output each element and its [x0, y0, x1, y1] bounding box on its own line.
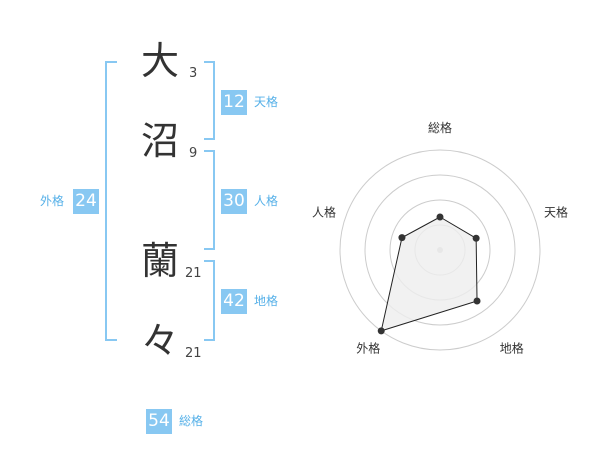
radar-axis-label-4: 外格 [356, 341, 380, 356]
tenkaku-bracket [204, 61, 215, 140]
stroke-count-1: 3 [189, 66, 198, 81]
name-char-3: 蘭 [140, 239, 179, 283]
radar-polygon [380, 216, 478, 332]
jinkaku-value: 30 [221, 189, 247, 214]
tenkaku-label: 天格 [254, 95, 279, 109]
soukaku-value: 54 [146, 409, 172, 434]
gaikaku-bracket [105, 61, 117, 341]
radar-point-2 [472, 234, 480, 242]
jinkaku-label: 人格 [254, 194, 279, 208]
name-char-2: 沼 [140, 119, 179, 163]
jinkaku-bracket [204, 150, 215, 250]
radar-axis-label-1: 総格 [428, 120, 452, 135]
radar-ring [364, 174, 516, 326]
chikaku-bracket [204, 260, 215, 341]
stroke-count-4: 21 [185, 346, 202, 361]
name-char-4: 々 [140, 319, 179, 363]
soukaku-label: 総格 [179, 414, 204, 428]
radar-axis-label-5: 人格 [312, 204, 336, 219]
radar-point-5 [398, 234, 406, 242]
chikaku-value: 42 [221, 289, 247, 314]
stroke-count-3: 21 [185, 266, 202, 281]
radar-point-1 [436, 213, 444, 221]
radar-point-4 [377, 327, 385, 335]
gaikaku-label: 外格 [40, 194, 65, 208]
stroke-count-2: 9 [189, 146, 198, 161]
tenkaku-value: 12 [221, 90, 247, 115]
radar-ring [339, 149, 541, 351]
radar-axis-label-3: 地格 [500, 341, 524, 356]
radar-axis-label-2: 天格 [544, 204, 568, 219]
radar-point-3 [473, 297, 481, 305]
chikaku-label: 地格 [254, 294, 279, 308]
gaikaku-value: 24 [73, 189, 99, 214]
name-char-1: 大 [140, 39, 179, 83]
